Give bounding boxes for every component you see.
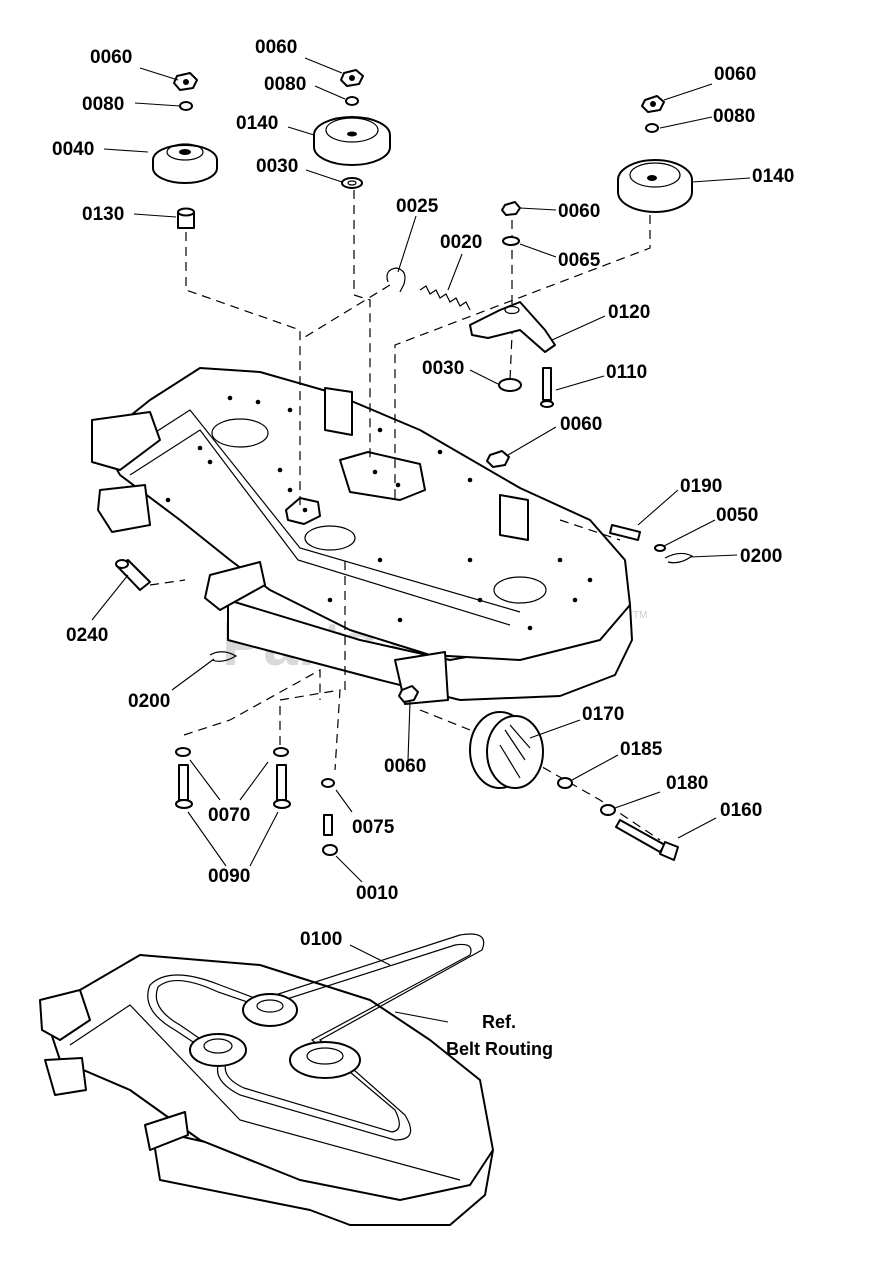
callout-0080: 0080	[264, 74, 306, 95]
nut-0060-left[interactable]	[173, 72, 198, 91]
belt-pulley-right[interactable]	[289, 1041, 361, 1079]
clip-0200-right[interactable]	[664, 552, 694, 564]
clip-0200-left[interactable]	[209, 651, 238, 662]
pulley-0040[interactable]	[152, 143, 218, 184]
pulley-0140-center[interactable]	[313, 116, 391, 166]
callout-0110: 0110	[606, 362, 647, 383]
callout-0130: 0130	[82, 204, 124, 225]
callout-0050: 0050	[716, 505, 758, 526]
callout-0100: 0100	[300, 929, 342, 950]
washer-0050[interactable]	[654, 544, 666, 552]
mower-deck[interactable]	[91, 367, 633, 705]
nut-0060-deck[interactable]	[486, 450, 510, 468]
callout-0200: 0200	[128, 691, 170, 712]
washer-0080-right[interactable]	[645, 123, 659, 133]
callout-0140: 0140	[236, 113, 278, 134]
spacer-0130[interactable]	[177, 207, 195, 229]
washer-0065[interactable]	[502, 236, 520, 246]
callout-0060: 0060	[558, 201, 600, 222]
screw-0075[interactable]	[321, 778, 335, 836]
watermark-trademark: TM	[633, 610, 647, 621]
callout-0140: 0140	[752, 166, 794, 187]
assembly-lines	[149, 190, 661, 841]
callout-0030: 0030	[422, 358, 464, 379]
nut-0060-center[interactable]	[340, 69, 364, 87]
callout-0060: 0060	[714, 64, 756, 85]
bolt-0090-left[interactable]	[175, 747, 193, 809]
spring-0020[interactable]	[419, 285, 471, 311]
gauge-wheel-0170[interactable]	[469, 711, 544, 789]
washer-0030-arm[interactable]	[498, 378, 522, 392]
nut-0060-right[interactable]	[641, 95, 665, 113]
callout-0200: 0200	[740, 546, 782, 567]
callout-0120: 0120	[608, 302, 650, 323]
hook-0025[interactable]	[386, 267, 406, 293]
washer-0080-center[interactable]	[345, 96, 359, 106]
callout-0190: 0190	[680, 476, 722, 497]
callout-0040: 0040	[52, 139, 94, 160]
callout-0060: 0060	[90, 47, 132, 68]
bolt-0090-right[interactable]	[273, 747, 291, 809]
idler-arm-0120[interactable]	[469, 301, 556, 353]
callout-0060: 0060	[560, 414, 602, 435]
callout-0170: 0170	[582, 704, 624, 725]
callout-0075: 0075	[352, 817, 395, 838]
callout-0080: 0080	[82, 94, 124, 115]
nut-0060-arm[interactable]	[501, 201, 521, 216]
bolt-0160[interactable]	[615, 819, 679, 861]
pin-0190[interactable]	[609, 524, 641, 541]
washer-0180[interactable]	[600, 804, 616, 816]
washer-0030-top[interactable]	[341, 177, 363, 189]
nut-0010[interactable]	[322, 844, 338, 856]
callout-0160: 0160	[720, 800, 762, 821]
callout-0025: 0025	[396, 196, 439, 217]
belt-0100[interactable]	[147, 933, 485, 1141]
pin-0240[interactable]	[115, 559, 151, 591]
belt-pulley-left[interactable]	[189, 1033, 247, 1067]
pulley-0140-right[interactable]	[617, 159, 693, 213]
belt-routing-note: Ref. Belt Routing	[446, 1012, 553, 1059]
callout-0180: 0180	[666, 773, 708, 794]
callout-0065: 0065	[558, 250, 601, 271]
callout-0060: 0060	[384, 756, 426, 777]
callout-0010: 0010	[356, 883, 398, 904]
callout-0020: 0020	[440, 232, 482, 253]
callout-0070: 0070	[208, 805, 250, 826]
washer-0185[interactable]	[557, 777, 573, 789]
callout-0030: 0030	[256, 156, 298, 177]
belt-routing-deck[interactable]	[39, 954, 494, 1226]
note-belt-routing: Belt Routing	[446, 1039, 553, 1059]
nut-0060-wheel[interactable]	[398, 685, 419, 703]
callout-0090: 0090	[208, 866, 250, 887]
washer-0080-left[interactable]	[179, 101, 193, 111]
callout-0080: 0080	[713, 106, 755, 127]
belt-pulley-center[interactable]	[242, 993, 298, 1027]
callout-0185: 0185	[620, 739, 663, 760]
callout-labels: 0060 0080 0040 0130 0060 0080 0140 0030 …	[52, 37, 794, 950]
callout-0060: 0060	[255, 37, 297, 58]
note-ref: Ref.	[482, 1012, 516, 1032]
leader-lines	[91, 57, 751, 1023]
bolt-0110[interactable]	[540, 367, 554, 408]
callout-0240: 0240	[66, 625, 108, 646]
